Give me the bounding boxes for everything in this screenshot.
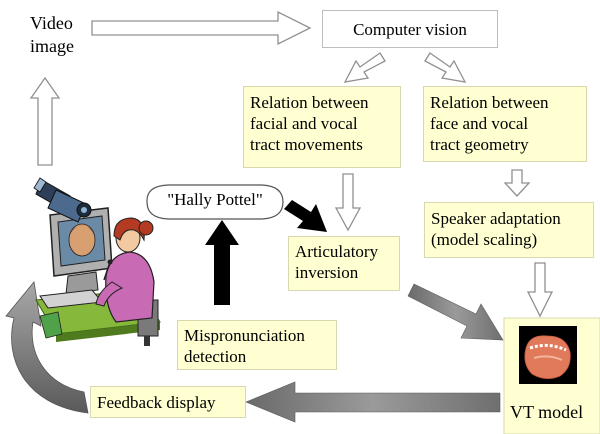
arrow-video-to-cv (91, 10, 312, 46)
arrow-inversion-to-vt (407, 283, 504, 341)
learner-illustration (35, 207, 161, 346)
facial-vocal-relation-box: Relation between facial and vocal tract … (243, 86, 401, 168)
video-image-label: Video image (30, 13, 74, 56)
computer-vision-box: Computer vision (322, 10, 498, 48)
video-camera-icon (33, 177, 92, 223)
arrow-camera-to-video (29, 76, 61, 166)
speech-bubble-shape (146, 184, 284, 220)
vt-model-label: VT model (510, 402, 584, 422)
mispronunciation-detection-box: Mispronunciation detection (177, 320, 337, 370)
arrow-cv-to-facial (343, 52, 386, 83)
arrow-feedback-loop (5, 281, 89, 414)
arrow-speech-to-inversion (284, 200, 327, 232)
arrow-facial-to-inversion (334, 173, 362, 232)
arrow-vt-to-feedback (245, 381, 501, 423)
arrow-adaptation-to-vt (526, 262, 554, 318)
speech-bubble-text: "Hally Pottel" (167, 190, 263, 209)
arrow-cv-to-geometry (424, 52, 467, 83)
arrow-geometry-to-adaptation (503, 169, 531, 197)
feedback-display-box: Feedback display (90, 386, 246, 418)
articulatory-inversion-box: Articulatory inversion (288, 236, 400, 291)
arrow-detection-to-speech (205, 220, 239, 305)
face-geometry-relation-box: Relation between face and vocal tract ge… (423, 86, 587, 162)
speaker-adaptation-box: Speaker adaptation (model scaling) (424, 202, 594, 258)
